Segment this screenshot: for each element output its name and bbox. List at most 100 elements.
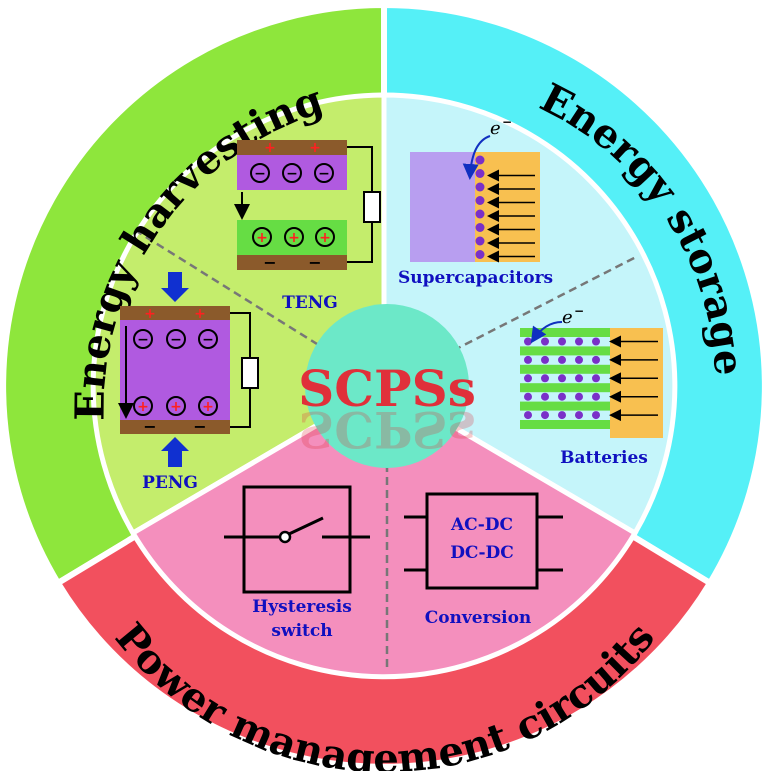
peng-press-arrow-bottom (161, 437, 189, 467)
peng-press-arrow-top (161, 272, 189, 302)
battery-ion-dot (558, 411, 566, 420)
svg-text:−: − (254, 166, 266, 182)
battery-ion-dot (524, 355, 532, 364)
battery-ion-dot (592, 411, 600, 420)
supercap-ion-dot (475, 155, 485, 165)
power-inner-sector (129, 383, 639, 680)
battery-ion-dot (575, 337, 583, 346)
hysteresis-switch-symbol (224, 485, 370, 594)
peng-top-plus-1: + (144, 306, 156, 322)
peng-positive-charge: + (166, 396, 186, 416)
peng-bottom-electrode (120, 420, 230, 434)
battery-ion-dot (592, 337, 600, 346)
peng-resistor (241, 357, 259, 389)
teng-negative-charge: − (314, 163, 334, 183)
teng-positive-charge: + (315, 227, 335, 247)
supercap-ion-dot (475, 236, 485, 246)
teng-top-electrode (237, 140, 347, 155)
supercap-left-electrode (410, 152, 475, 262)
battery-ion-dot (558, 374, 566, 383)
supercap-ion-dot (475, 196, 485, 205)
teng-device: + + − − − + + + − − (234, 140, 381, 272)
battery-electron-label: e (562, 307, 573, 328)
svg-text:+: + (137, 399, 149, 415)
supercap-electron-arrow (462, 135, 491, 180)
supercap-right-electrode (475, 152, 540, 262)
peng-negative-charge: − (198, 329, 218, 349)
peng-top-electrode (120, 306, 230, 320)
center-title: SCPSs (298, 359, 476, 418)
peng-positive-charge: + (133, 396, 153, 416)
supercap-electron-sup: − (502, 115, 512, 129)
svg-text:−: − (137, 332, 149, 348)
svg-text:+: + (288, 230, 300, 246)
battery-electron-sup: − (574, 304, 584, 318)
svg-text:−: − (286, 166, 298, 182)
teng-bottom-minus-1: − (263, 253, 276, 272)
battery-ion-dot (541, 337, 549, 346)
peng-device: + + −−− +++ − − (118, 272, 259, 467)
peng-bottom-minus-2: − (193, 417, 206, 436)
supercapacitor-device: e − (410, 115, 540, 263)
battery-ion-dot (592, 355, 600, 364)
switch-blade (288, 516, 324, 536)
svg-text:−: − (318, 166, 330, 182)
peng-piezo-layer (120, 320, 230, 420)
label-hysteresis-line1: Hysteresis (252, 597, 352, 617)
teng-top-plus-2: + (309, 140, 321, 156)
battery-ion-dot (558, 337, 566, 346)
supercap-ion-dot (475, 209, 485, 219)
battery-ion-dot (575, 392, 583, 401)
label-hysteresis-line2: switch (271, 621, 332, 641)
teng-positive-charge: + (284, 227, 304, 247)
teng-resistor (363, 191, 381, 223)
teng-top-plus-1: + (264, 140, 276, 156)
center-circle (305, 304, 469, 468)
battery-anode-layer (520, 401, 610, 411)
teng-negative-charge: − (282, 163, 302, 183)
label-peng: PENG (142, 473, 198, 493)
battery-cathode (610, 328, 663, 438)
peng-negative-charge: − (166, 329, 186, 349)
svg-text:−: − (170, 332, 182, 348)
svg-text:+: + (319, 230, 331, 246)
svg-text:+: + (256, 230, 268, 246)
label-dcdc: DC-DC (450, 543, 514, 563)
divider-harvesting (137, 230, 385, 388)
divider-storage (383, 254, 639, 388)
peng-bottom-minus-1: − (143, 417, 156, 436)
center-title-reflection: SCPSs (298, 400, 476, 459)
battery-anode-layer (520, 364, 610, 374)
battery-anode-layer (520, 420, 610, 429)
label-batteries: Batteries (560, 448, 648, 468)
battery-ion-dot (575, 374, 583, 383)
label-teng: TENG (282, 293, 338, 313)
battery-anode-layer (520, 346, 610, 356)
battery-ion-dot (524, 411, 532, 420)
battery-device: e − (520, 304, 663, 438)
teng-top-dielectric (237, 155, 347, 190)
battery-ion-dot (575, 411, 583, 420)
label-supercapacitors: Supercapacitors (398, 268, 553, 288)
battery-ion-dot (558, 392, 566, 401)
battery-ion-dot (558, 355, 566, 364)
battery-ion-dot (524, 374, 532, 383)
teng-bottom-minus-2: − (308, 253, 321, 272)
supercap-ion-dot (475, 223, 485, 232)
switch-pivot (278, 530, 292, 544)
supercap-ion-dot (475, 250, 485, 259)
battery-ion-dot (575, 355, 583, 364)
svg-text:+: + (170, 399, 182, 415)
supercap-electron-label: e (490, 118, 501, 139)
label-conversion: Conversion (425, 608, 532, 628)
supercap-ion-dot (475, 182, 485, 192)
battery-ion-dot (541, 355, 549, 364)
teng-bottom-electrode (237, 255, 347, 270)
battery-anode-layer (520, 383, 610, 393)
svg-text:+: + (202, 399, 214, 415)
supercap-ion-dot (475, 169, 485, 178)
teng-positive-charge: + (252, 227, 272, 247)
battery-anode-layer (520, 328, 610, 337)
